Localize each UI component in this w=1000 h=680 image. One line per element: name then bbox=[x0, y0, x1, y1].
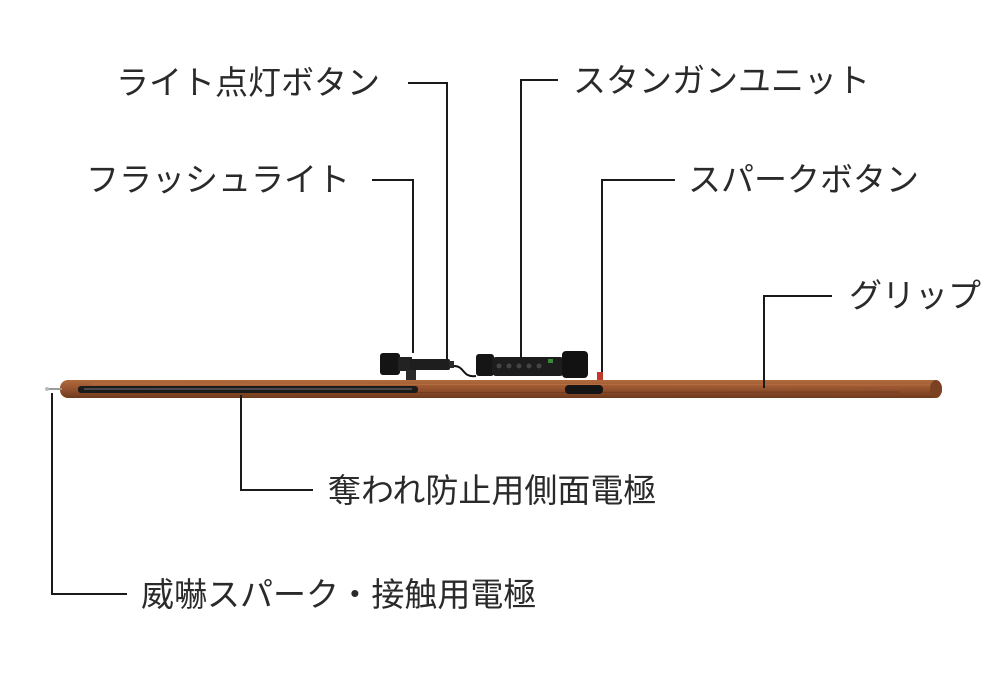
leader-line-tip-electrode bbox=[51, 393, 127, 595]
leader-line-grip bbox=[763, 295, 832, 388]
leader-line-light-button bbox=[408, 82, 448, 360]
cable bbox=[453, 365, 477, 378]
label-flashlight: フラッシュライト bbox=[86, 160, 350, 199]
flashlight bbox=[380, 353, 454, 380]
side-electrode bbox=[78, 386, 418, 393]
leader-line-flashlight bbox=[372, 179, 414, 353]
label-side-electrode: 奪われ防止用側面電極 bbox=[328, 471, 657, 510]
label-spark-button: スパークボタン bbox=[688, 160, 919, 199]
spark-button bbox=[597, 372, 603, 380]
label-grip: グリップ bbox=[849, 276, 981, 315]
stun-gun-unit bbox=[476, 351, 588, 378]
tip-electrode bbox=[45, 387, 62, 391]
label-stun-unit: スタンガンユニット bbox=[573, 61, 870, 100]
wooden-staff bbox=[60, 380, 942, 398]
leader-line-spark-button bbox=[601, 179, 675, 372]
leader-line-stun-unit bbox=[520, 79, 558, 360]
label-tip-electrode: 威嚇スパーク・接触用電極 bbox=[141, 575, 537, 614]
leader-line-side-electrode bbox=[240, 395, 313, 491]
grip-slot bbox=[565, 385, 603, 394]
label-light-button: ライト点灯ボタン bbox=[116, 63, 380, 102]
